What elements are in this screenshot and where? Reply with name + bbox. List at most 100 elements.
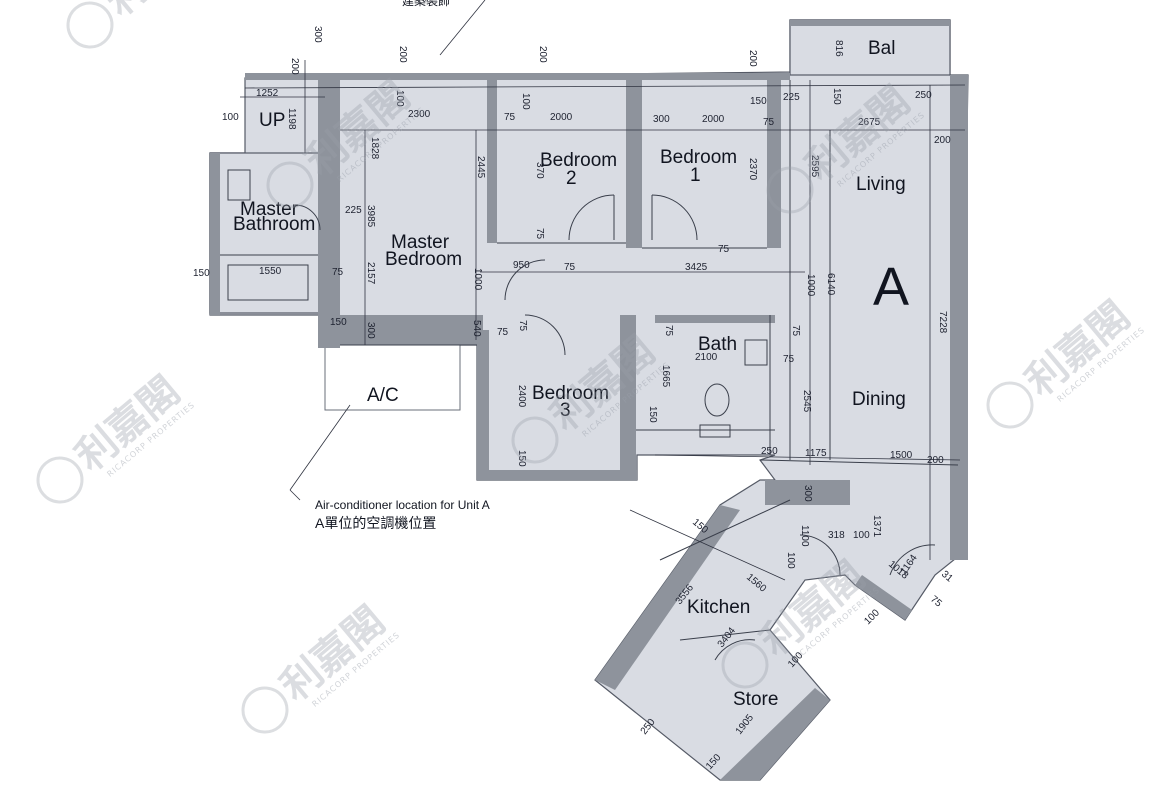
- dim-label: 150: [647, 406, 658, 423]
- label-bedroom-1: Bedroom: [660, 147, 737, 168]
- dim-label: 1198: [286, 108, 297, 130]
- label-kitchen: Kitchen: [687, 597, 750, 618]
- label-dining: Dining: [852, 389, 906, 410]
- dim-label: 7228: [937, 311, 948, 334]
- dim-label: 1500: [890, 450, 913, 461]
- dim-label: 2675: [858, 117, 881, 128]
- dim-label: 75: [718, 244, 730, 255]
- dim-label: 250: [761, 446, 778, 457]
- dim-label: 150: [831, 88, 842, 105]
- dim-label: 100: [222, 112, 239, 123]
- dim-label: 225: [783, 92, 800, 103]
- label-bedroom-3: Bedroom: [532, 383, 609, 404]
- dim-label: 300: [802, 485, 813, 502]
- dim-label: 100: [785, 552, 796, 569]
- annotations: 建築裝飾 Air-conditioner location for Unit A…: [315, 0, 490, 531]
- bal-area: [789, 19, 951, 76]
- watermark-logo: 利嘉閣 RICACORP PROPERTIES: [36, 368, 197, 504]
- dim-label: 225: [345, 205, 362, 216]
- dim-label: 1828: [369, 137, 380, 160]
- dim-label: 75: [332, 267, 344, 278]
- dimension-lines: [240, 0, 966, 581]
- dim-label: 150: [750, 96, 767, 107]
- dim-label: 2300: [408, 109, 431, 120]
- label-master-bedroom-1: Master: [391, 232, 450, 253]
- label-unit-a: A: [873, 257, 909, 317]
- dim-label: 75: [790, 325, 801, 337]
- partitions: [220, 80, 959, 641]
- dim-label: 75: [517, 320, 528, 332]
- dim-label: 250: [915, 90, 932, 101]
- dim-label: 100: [520, 93, 531, 110]
- label-bedroom-3-number: 3: [560, 400, 571, 421]
- dim-label: 75: [564, 262, 576, 273]
- dim-label: 3425: [685, 262, 708, 273]
- dim-label: 150: [193, 268, 210, 279]
- dim-label: 1665: [660, 365, 671, 388]
- dim-label: 3985: [365, 205, 376, 228]
- note-top-chinese: 建築裝飾: [402, 0, 450, 8]
- label-bedroom-2: Bedroom: [540, 150, 617, 171]
- dim-label: 2100: [695, 352, 718, 363]
- dim-label: 2157: [365, 262, 376, 285]
- watermark-logo: 利嘉閣 RICACORP PROPERTIES: [986, 293, 1147, 429]
- dim-label: 100: [862, 607, 882, 627]
- dim-label: 1371: [871, 515, 882, 538]
- ac-ledge: [324, 344, 461, 411]
- door-swings: [227, 169, 936, 661]
- dim-label: 1252: [256, 88, 279, 99]
- label-master-bedroom-2: Bedroom: [385, 249, 462, 270]
- dim-label: 300: [312, 26, 323, 43]
- dim-label: 100: [853, 530, 870, 541]
- walls: [210, 20, 968, 780]
- dim-label: 6140: [825, 273, 836, 296]
- dim-label: 540: [471, 320, 482, 337]
- dim-label: 150: [516, 450, 527, 467]
- dim-label: 300: [365, 322, 376, 339]
- room-labels: UP Master Bathroom Master Bedroom Bedroo…: [233, 38, 909, 710]
- dim-label: 300: [653, 114, 670, 125]
- label-bedroom-1-number: 1: [690, 165, 701, 186]
- label-store: Store: [733, 689, 778, 710]
- dim-label: 75: [763, 117, 775, 128]
- watermark-logo: 利嘉閣 RICACORP PROPERTIES: [241, 598, 402, 734]
- dim-label: 1175: [805, 448, 827, 459]
- svg-text:利嘉閣: 利嘉閣: [97, 0, 218, 25]
- dim-label: 200: [927, 455, 944, 466]
- dim-label: 1550: [259, 266, 282, 277]
- dim-label: 200: [934, 135, 951, 146]
- dim-label: 2000: [550, 112, 573, 123]
- label-bedroom-2-number: 2: [566, 168, 577, 189]
- label-master-bathroom-2: Bathroom: [233, 214, 315, 235]
- dim-label: 200: [289, 58, 300, 75]
- label-bal: Bal: [868, 38, 895, 59]
- dim-label: 1000: [472, 268, 483, 291]
- dim-label: 2400: [516, 385, 527, 408]
- dim-label: 75: [534, 228, 545, 240]
- dim-label: 2445: [475, 156, 486, 179]
- dim-label: 75: [663, 325, 674, 337]
- dim-label: 318: [828, 530, 845, 541]
- dim-label: 200: [747, 50, 758, 67]
- dim-label: 31: [939, 569, 955, 585]
- dim-label: 370: [534, 162, 545, 179]
- dim-label: 2000: [702, 114, 725, 125]
- label-master-bathroom-1: Master: [240, 199, 299, 220]
- dim-label: 200: [397, 46, 408, 63]
- label-bath: Bath: [698, 334, 737, 355]
- dim-label: 816: [833, 40, 844, 57]
- dim-label: 950: [513, 260, 530, 271]
- dim-label: 2545: [801, 390, 812, 413]
- dim-label: 75: [504, 112, 516, 123]
- dim-label: 2595: [809, 155, 820, 178]
- label-up: UP: [259, 110, 285, 131]
- label-living: Living: [856, 174, 906, 195]
- dim-label: 75: [928, 594, 944, 610]
- note-ac-chinese: A單位的空調機位置: [315, 515, 436, 531]
- dim-label: 2370: [747, 158, 758, 181]
- label-ac: A/C: [367, 385, 399, 406]
- dim-label: 1100: [799, 525, 810, 547]
- dim-label: 75: [783, 354, 795, 365]
